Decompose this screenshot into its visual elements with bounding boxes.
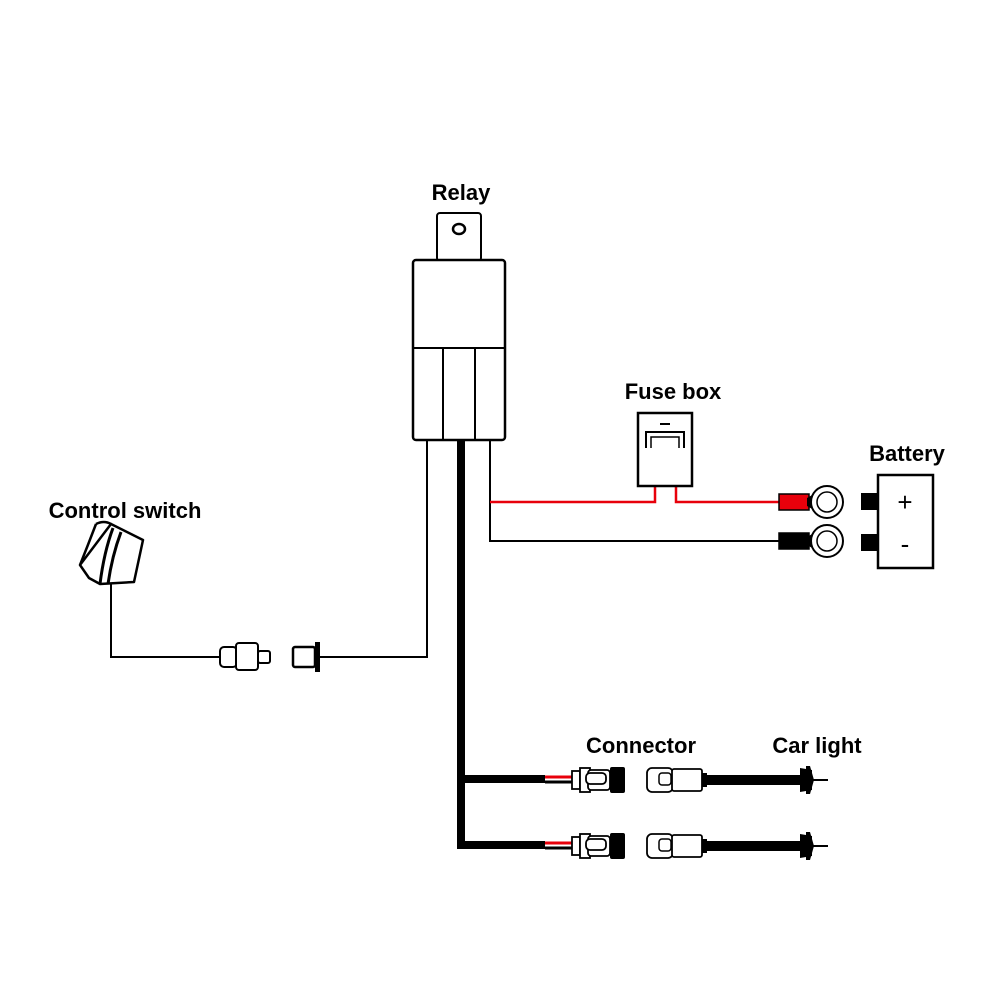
output-connector-1 bbox=[545, 767, 625, 793]
positive-wire bbox=[490, 485, 657, 504]
car-light-plug-2 bbox=[646, 832, 828, 860]
battery-plus-symbol: + bbox=[897, 487, 912, 517]
battery-minus-symbol: - bbox=[901, 529, 910, 559]
battery-label: Battery bbox=[869, 441, 946, 466]
ring-terminal-negative bbox=[778, 524, 844, 558]
fuse-box-icon bbox=[636, 411, 694, 488]
fuse-box-label: Fuse box bbox=[625, 379, 722, 404]
output-connector-2 bbox=[545, 833, 625, 859]
bullet-connector-icon bbox=[219, 642, 271, 671]
switch-signal-wire bbox=[320, 440, 428, 658]
positive-wire-to-battery bbox=[674, 485, 786, 504]
car-light-label: Car light bbox=[772, 733, 862, 758]
switch-wire bbox=[110, 584, 220, 658]
ground-wire bbox=[489, 440, 786, 542]
battery-icon bbox=[861, 473, 935, 570]
relay-label: Relay bbox=[432, 180, 491, 205]
switch-connector-female bbox=[291, 642, 320, 672]
control-switch-icon bbox=[78, 520, 145, 586]
car-light-plug-1 bbox=[646, 766, 828, 794]
relay-icon bbox=[411, 212, 507, 442]
connector-label: Connector bbox=[586, 733, 696, 758]
control-switch-label: Control switch bbox=[49, 498, 202, 523]
ring-terminal-positive bbox=[778, 485, 844, 519]
